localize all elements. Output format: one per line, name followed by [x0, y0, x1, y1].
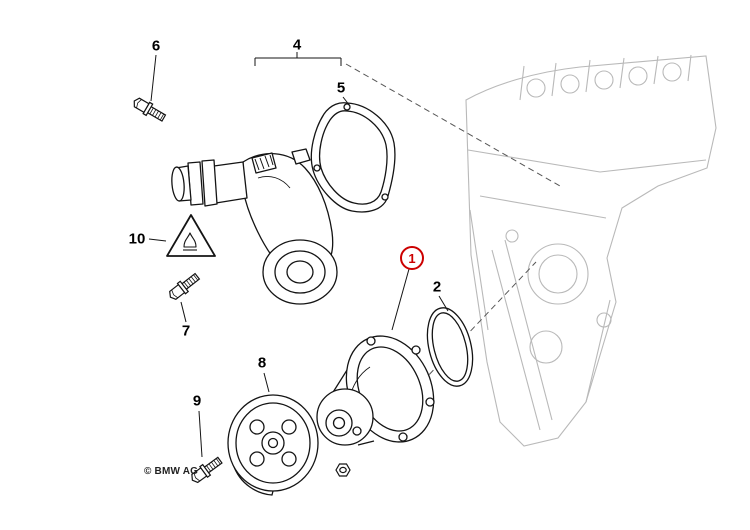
callout-7[interactable]: 7 [181, 322, 191, 340]
callout-8[interactable]: 8 [257, 354, 267, 372]
callout-10[interactable]: 10 [128, 230, 146, 248]
small-nut-drawing[interactable] [335, 463, 351, 477]
warning-triangle-icon[interactable] [166, 214, 216, 257]
bolt-6-drawing[interactable] [130, 94, 168, 125]
thermostat-housing-drawing[interactable] [171, 148, 338, 305]
callout-2[interactable]: 2 [432, 278, 442, 296]
pulley-drawing[interactable] [227, 394, 319, 496]
callout-9[interactable]: 9 [192, 392, 202, 410]
callout-1-highlighted[interactable]: 1 [400, 246, 424, 270]
bolt-7-drawing[interactable] [165, 270, 202, 303]
water-pump-drawing[interactable] [316, 322, 450, 456]
watermark-copyright: © BMW AG [144, 466, 199, 477]
callout-6[interactable]: 6 [151, 37, 161, 55]
engine-block-drawing [465, 54, 717, 447]
callout-4[interactable]: 4 [292, 36, 302, 54]
o-ring-drawing[interactable] [420, 303, 480, 391]
leader-lines [148, 52, 449, 458]
gasket-drawing[interactable] [310, 102, 396, 213]
callout-5[interactable]: 5 [336, 79, 346, 97]
